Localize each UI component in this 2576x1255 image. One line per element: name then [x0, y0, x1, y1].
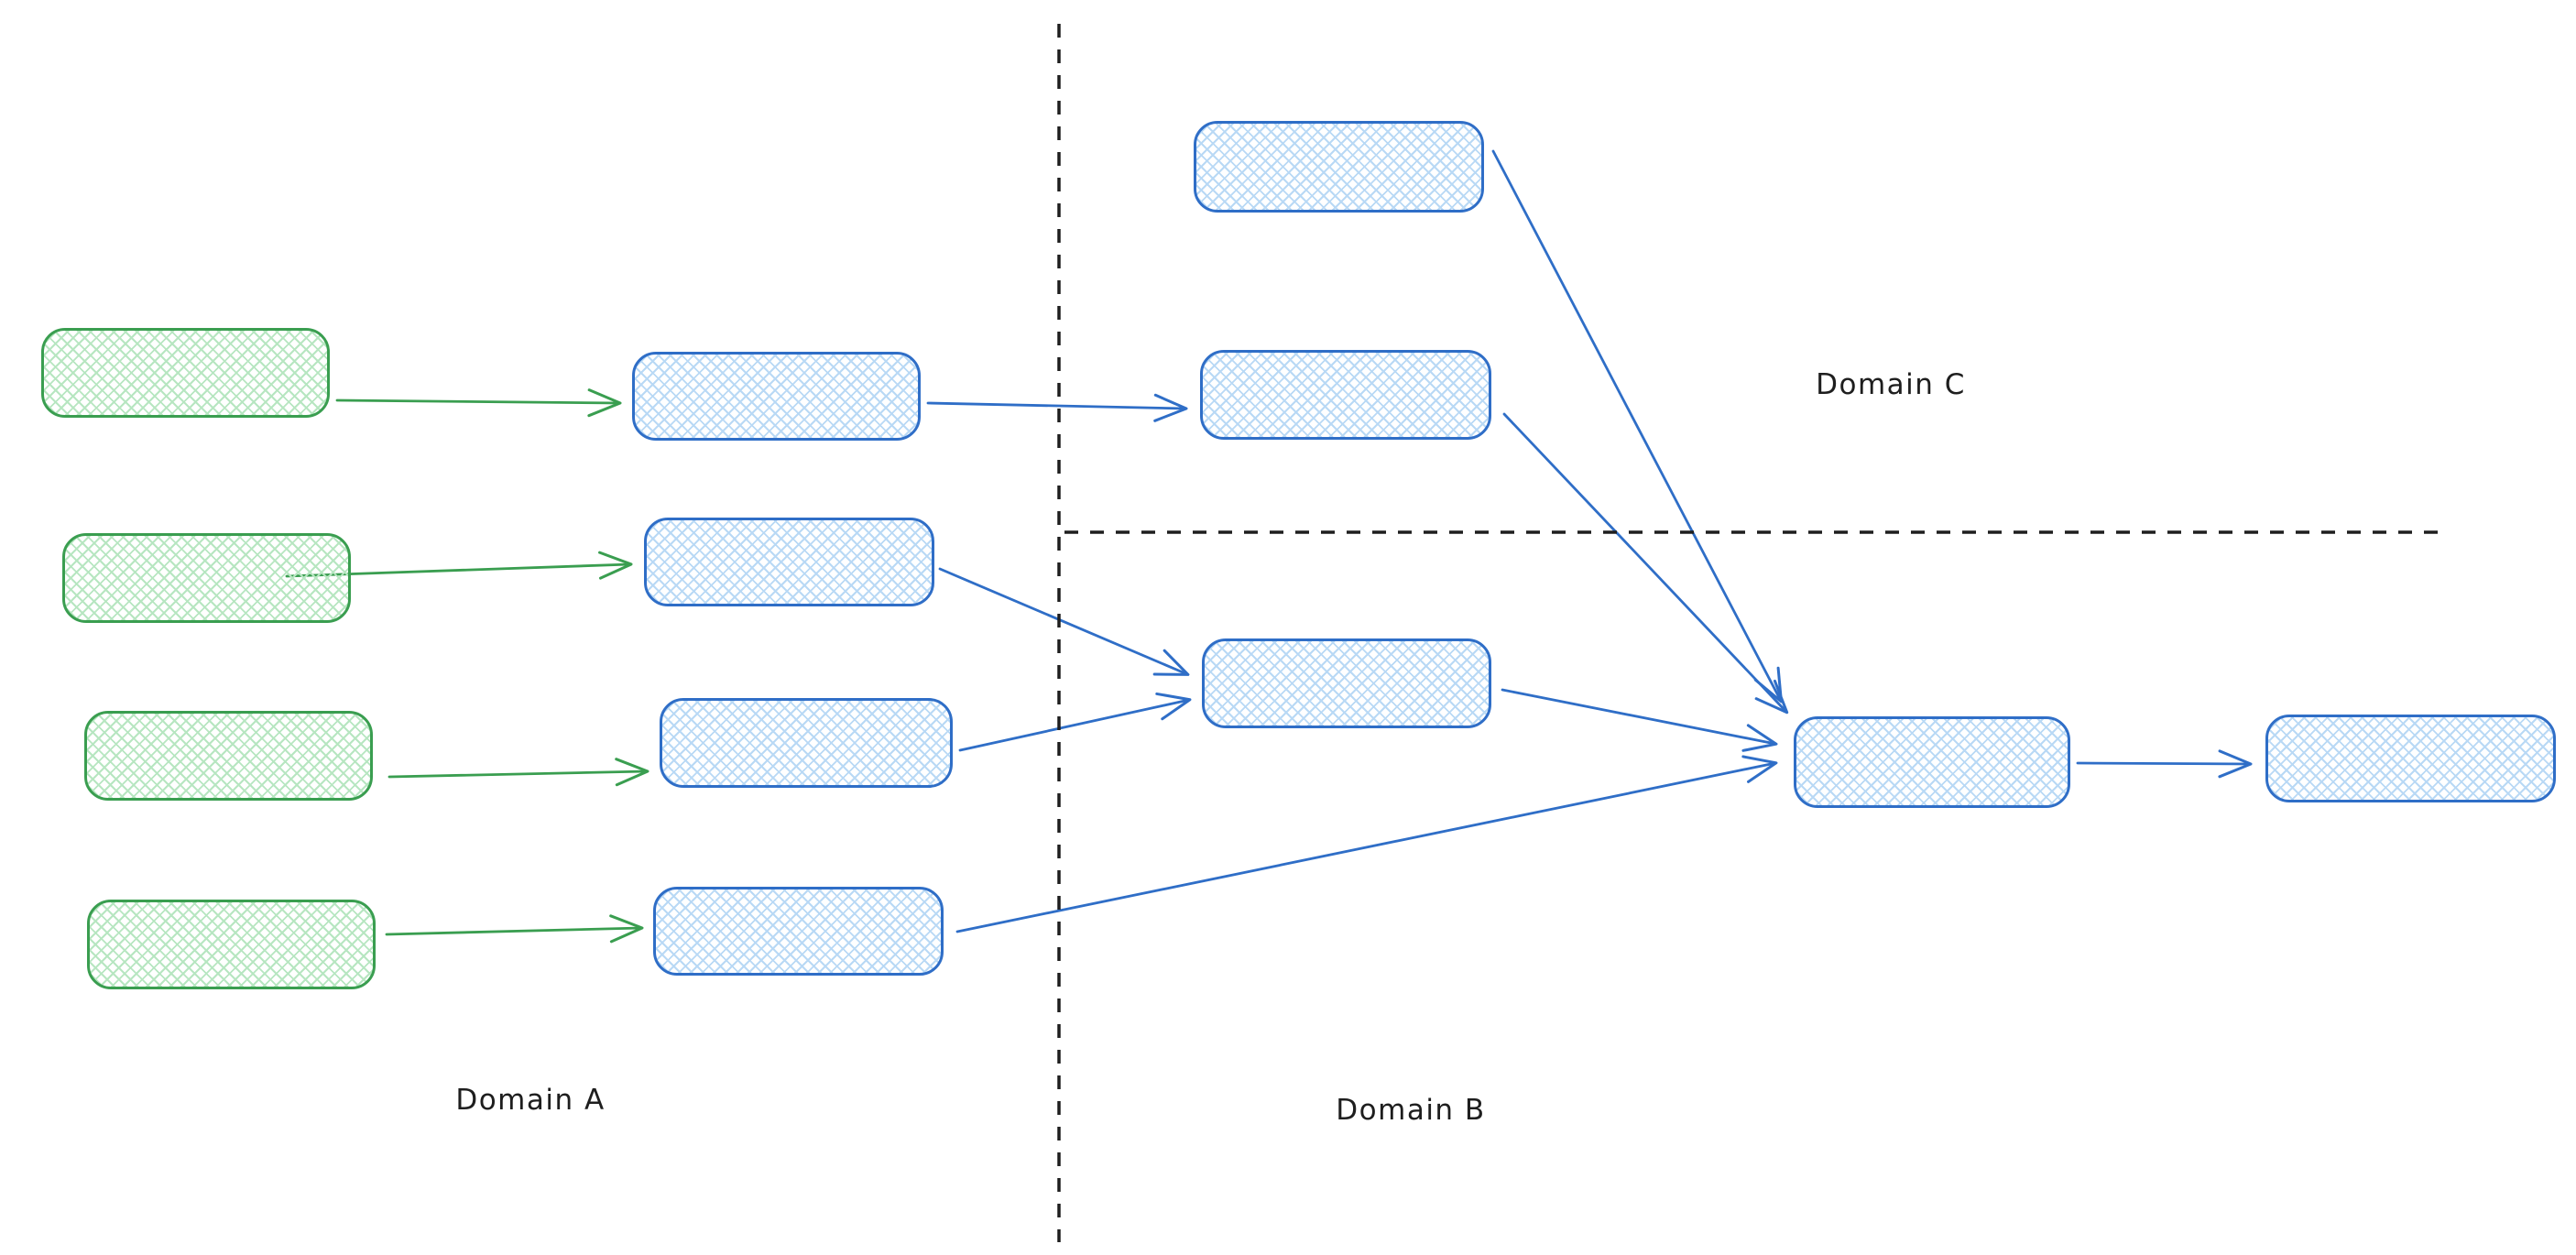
arrow-blue-box-c1-to-blue-box-merge [1491, 149, 1783, 704]
green-box-2[interactable] [62, 533, 351, 623]
blue-box-merge[interactable] [1794, 716, 2070, 808]
arrow-blue-box-4-to-blue-box-merge [955, 755, 1778, 933]
blue-box-output[interactable] [2265, 715, 2556, 802]
blue-box-b1[interactable] [1202, 638, 1491, 728]
domain-b-label[interactable]: Domain B [1336, 1094, 1486, 1127]
arrow-green-box-4-to-blue-box-4 [385, 914, 644, 944]
blue-box-3[interactable] [660, 698, 953, 788]
arrow-blue-box-c2-to-blue-box-merge [1502, 412, 1789, 715]
arrow-green-box-1-to-blue-box-1 [335, 388, 622, 418]
arrow-blue-box-2-to-blue-box-b1 [938, 567, 1190, 676]
blue-box-c1[interactable] [1194, 121, 1484, 213]
green-box-1[interactable] [41, 328, 330, 418]
green-box-4[interactable] [87, 900, 376, 989]
arrow-green-box-3-to-blue-box-3 [387, 758, 649, 787]
domain-a-label[interactable]: Domain A [455, 1084, 606, 1117]
arrow-blue-box-1-to-blue-box-c2 [926, 393, 1188, 422]
arrow-blue-box-b1-to-blue-box-merge [1501, 688, 1778, 752]
domain-c-label[interactable]: Domain C [1816, 368, 1966, 401]
arrow-blue-box-3-to-blue-box-b1 [958, 692, 1192, 752]
blue-box-c2[interactable] [1200, 350, 1491, 440]
blue-box-1[interactable] [632, 352, 921, 441]
blue-box-4[interactable] [653, 887, 944, 976]
arrow-blue-box-merge-to-blue-box-output [2076, 749, 2253, 779]
blue-box-2[interactable] [644, 518, 934, 606]
green-box-3[interactable] [84, 711, 373, 801]
